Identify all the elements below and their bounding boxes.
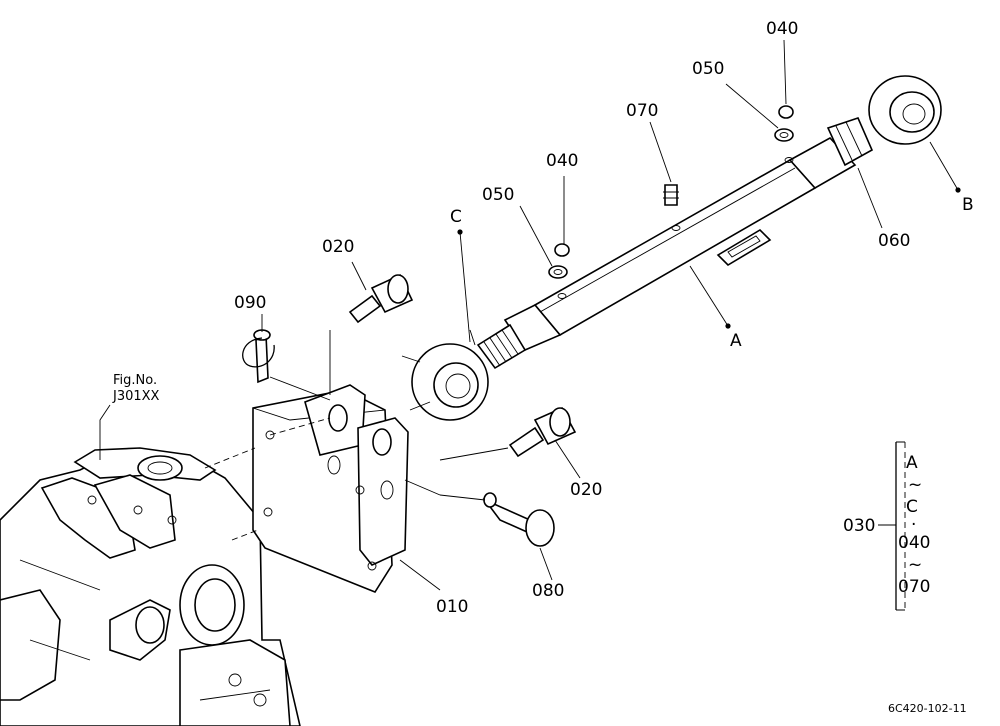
figure-reference-line1: Fig.No.	[113, 373, 158, 388]
part-label-020-lower: 020	[570, 480, 603, 500]
part-label-040-middle: 040	[546, 151, 579, 171]
upper-link-assembly	[411, 75, 942, 421]
part-label-020-upper: 020	[322, 237, 355, 257]
leader-lines	[99, 39, 959, 591]
part-label-050-right: 050	[692, 59, 725, 79]
legend-dot: ·	[911, 515, 917, 535]
reference-label-c: C	[450, 207, 462, 227]
reference-label-a: A	[730, 331, 742, 351]
pin-080	[482, 492, 555, 547]
bracket-plate-010	[252, 384, 409, 593]
pin-020-lower	[508, 406, 577, 458]
lynch-pin-090	[242, 329, 275, 384]
assembly-lines	[204, 329, 509, 541]
legend-tilde-2: ~	[908, 555, 923, 575]
legend-line-a: A	[906, 453, 918, 473]
legend-line-040: 040	[898, 533, 931, 553]
part-label-040-right: 040	[766, 19, 799, 39]
legend-bracket	[878, 441, 906, 611]
part-label-070: 070	[626, 101, 659, 121]
figure-reference-line2: J301XX	[113, 389, 160, 404]
legend-line-c: C	[906, 497, 918, 517]
part-label-080: 080	[532, 581, 565, 601]
part-label-050-middle: 050	[482, 185, 515, 205]
pin-020-upper	[348, 273, 414, 324]
part-label-030: 030	[843, 516, 876, 536]
legend-tilde-1: ~	[908, 475, 923, 495]
drawing-code: 6C420-102-11	[888, 702, 967, 715]
tractor-housing	[0, 447, 301, 726]
reference-label-b: B	[962, 195, 974, 215]
part-label-090: 090	[234, 293, 267, 313]
part-label-010: 010	[436, 597, 469, 617]
legend-line-070: 070	[898, 577, 931, 597]
part-label-060: 060	[878, 231, 911, 251]
